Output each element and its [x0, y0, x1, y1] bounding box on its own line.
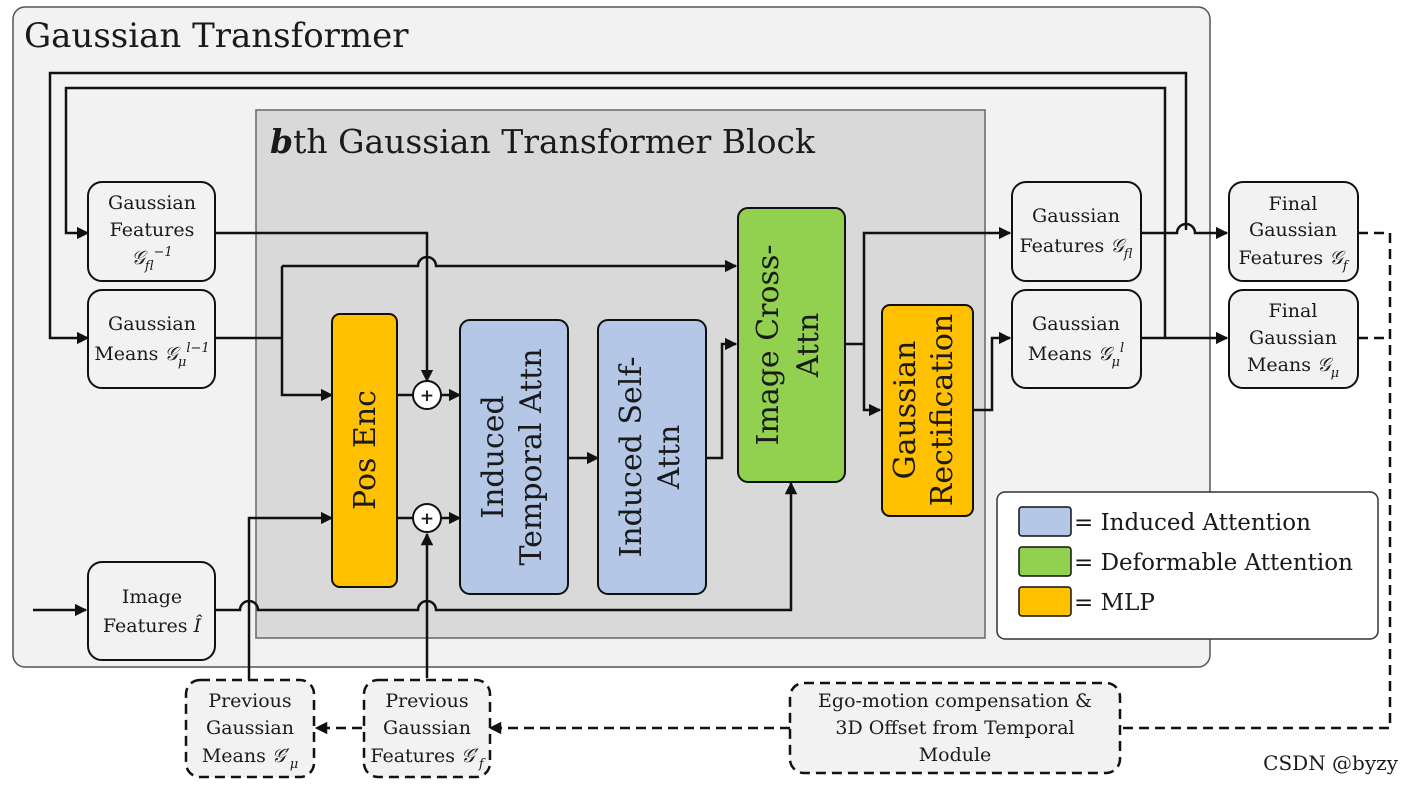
prev-means-label: Means 𝒢′μ	[202, 745, 298, 772]
prev-features-line1: Previous	[385, 690, 468, 712]
temporal-attn-line1: Induced	[476, 395, 511, 518]
final-means-line1: Final	[1269, 300, 1318, 322]
plus-bottom-symbol: +	[420, 509, 434, 529]
output-features-label: Features 𝒢fl	[1020, 235, 1133, 262]
pos-enc-label: Pos Enc	[348, 390, 383, 510]
input-features-symbol: 𝒢fl−1	[131, 245, 172, 274]
final-gaussian-means: Final Gaussian Means 𝒢μ	[1228, 289, 1359, 389]
prev-features-label: Features 𝒢′f	[370, 745, 486, 772]
image-features-label: Features Î	[103, 614, 203, 637]
cross-to-features-out-line	[862, 226, 1012, 344]
cross-attn-module: Image Cross- Attn	[737, 207, 846, 483]
self-attn-line2: Attn	[652, 425, 687, 491]
final-gaussian-features: Final Gaussian Features 𝒢f	[1228, 181, 1359, 282]
legend-items: = Induced Attention = Deformable Attentio…	[1018, 506, 1353, 617]
output-means-label: Means 𝒢μl	[1028, 341, 1124, 370]
features-out-to-final-line	[1141, 222, 1229, 240]
input-means-line1: Gaussian	[108, 313, 196, 335]
means-to-crossattn-line	[282, 255, 738, 273]
final-means-label: Means 𝒢μ	[1247, 354, 1339, 381]
final-means-line2: Gaussian	[1249, 327, 1337, 349]
block-title: bth Gaussian Transformer Block	[270, 122, 816, 161]
temporal-attn-line2: Temporal Attn	[514, 348, 549, 565]
final-features-line2: Gaussian	[1249, 219, 1337, 241]
legend-swatch-2	[1018, 586, 1072, 617]
self-attn-module: Induced Self- Attn	[597, 319, 707, 595]
loop-features-line	[64, 86, 1167, 338]
rectification-to-means-out-line	[973, 331, 1012, 412]
rectification-line1: Gaussian	[888, 341, 923, 480]
rectification-line2: Rectification	[925, 314, 960, 507]
block-title-text: th Gaussian Transformer Block	[293, 122, 816, 161]
previous-gaussian-means: Previous Gaussian Means 𝒢′μ	[184, 678, 316, 779]
ego-motion-line3: Module	[919, 744, 992, 766]
cross-attn-line2: Attn	[791, 313, 826, 379]
prev-features-line2: Gaussian	[383, 717, 471, 739]
prev-means-line2: Gaussian	[206, 717, 294, 739]
final-features-dashed-line	[1120, 231, 1392, 730]
input-gaussian-features: Gaussian Features 𝒢fl−1	[87, 181, 216, 282]
legend-label-2: = MLP	[1074, 590, 1155, 616]
image-features-line1: Image	[122, 586, 182, 608]
final-features-label: Features 𝒢f	[1238, 247, 1349, 274]
ego-motion-line2: 3D Offset from Temporal	[835, 717, 1074, 739]
legend-swatch-1	[1018, 546, 1072, 577]
plus-top: +	[412, 380, 442, 410]
loop-means-line	[48, 71, 1188, 345]
features-to-plus-line	[215, 231, 434, 383]
legend-label-0: = Induced Attention	[1074, 510, 1311, 536]
output-features-line1: Gaussian	[1032, 205, 1120, 227]
legend-swatch-0	[1018, 506, 1072, 537]
self-to-cross-line	[706, 337, 738, 460]
watermark: CSDN @byzy	[1263, 751, 1399, 775]
plus-top-symbol: +	[420, 386, 434, 406]
plus-bottom: +	[412, 503, 442, 533]
image-to-crossattn-line	[215, 481, 798, 612]
block-title-prefix: b	[270, 122, 293, 161]
rectification-module: Gaussian Rectification	[881, 304, 974, 517]
self-attn-line1: Induced Self-	[614, 356, 649, 557]
output-gaussian-means: Gaussian Means 𝒢μl	[1011, 289, 1142, 389]
previous-gaussian-features: Previous Gaussian Features 𝒢′f	[362, 678, 492, 779]
pos-enc-module: Pos Enc	[331, 313, 398, 588]
input-gaussian-means: Gaussian Means 𝒢μl−1	[87, 289, 216, 389]
legend: = Induced Attention = Deformable Attentio…	[996, 491, 1379, 640]
output-means-line1: Gaussian	[1032, 313, 1120, 335]
output-gaussian-features: Gaussian Features 𝒢fl	[1011, 181, 1142, 282]
input-features-line1: Gaussian	[108, 192, 196, 214]
input-features-line2: Features	[110, 219, 195, 241]
legend-label-1: = Deformable Attention	[1074, 550, 1353, 576]
cross-to-rectification-line	[862, 344, 882, 417]
cross-attn-line1: Image Cross-	[751, 245, 786, 446]
input-means-label: Means 𝒢μl−1	[94, 341, 209, 370]
input-image-features: Image Features Î	[87, 561, 216, 661]
prev-means-line1: Previous	[208, 690, 291, 712]
outer-title: Gaussian Transformer	[24, 16, 409, 56]
prevmeans-to-posenc-line	[247, 511, 334, 684]
final-features-line1: Final	[1269, 193, 1318, 215]
temporal-attn-module: Induced Temporal Attn	[459, 319, 569, 595]
means-to-posenc-line	[280, 266, 334, 402]
ego-motion-line1: Ego-motion compensation &	[818, 690, 1092, 712]
ego-motion-module: Ego-motion compensation & 3D Offset from…	[788, 681, 1122, 775]
